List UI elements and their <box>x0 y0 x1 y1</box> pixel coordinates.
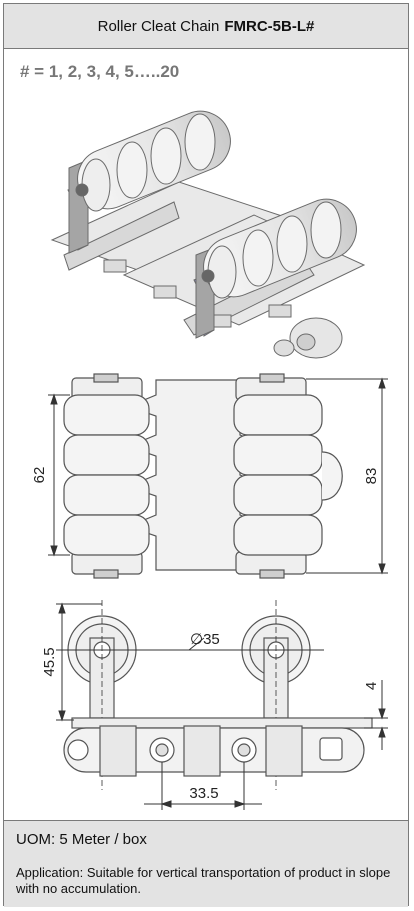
dimension-62-label: 62 <box>31 467 48 484</box>
diameter-label: ∅35 <box>190 631 220 648</box>
application-text: Application: Suitable for vertical trans… <box>16 865 391 896</box>
uom-text: UOM: 5 Meter / box <box>16 831 147 848</box>
side-view <box>56 600 388 810</box>
product-footer: UOM: 5 Meter / box Application: Suitable… <box>4 820 408 907</box>
dimension-45-5 <box>56 602 102 722</box>
left-roller-stack <box>63 394 150 556</box>
product-header: Roller Cleat Chain FMRC-5B-L# <box>4 4 408 49</box>
product-card: Roller Cleat Chain FMRC-5B-L# # = 1, 2, … <box>3 3 409 907</box>
dimension-4 <box>364 680 388 750</box>
roller-cleat-front <box>193 198 357 339</box>
dimension-45-5-label: 45.5 <box>41 647 58 676</box>
product-model-code: FMRC-5B-L# <box>224 17 315 35</box>
dimension-83-label: 83 <box>363 468 380 485</box>
variant-range-text: # = 1, 2, 3, 4, 5…..20 <box>20 62 180 81</box>
dimension-83 <box>306 377 388 575</box>
dimension-33-5-label: 33.5 <box>189 785 218 802</box>
product-title-prefix: Roller Cleat Chain <box>97 17 220 35</box>
roller-cleat-back <box>67 110 231 254</box>
dimension-33-5 <box>144 762 262 810</box>
dimension-4-label: 4 <box>363 682 380 690</box>
dimension-62 <box>48 393 70 557</box>
top-view <box>48 373 388 579</box>
right-roller-stack <box>233 394 323 556</box>
technical-drawing: 62 83 <box>31 110 388 810</box>
isometric-view <box>50 110 366 359</box>
